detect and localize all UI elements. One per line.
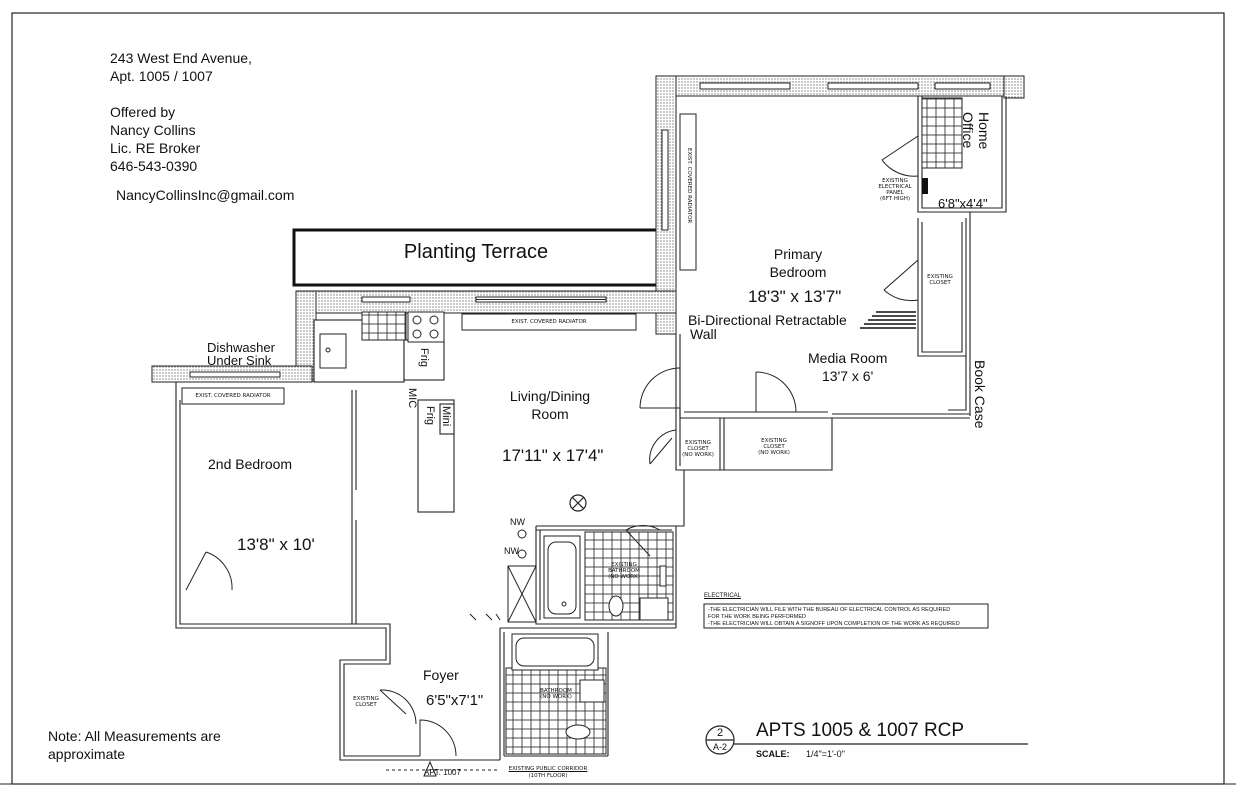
retractable-wall-label-1: Bi-Directional Retractable <box>688 312 847 328</box>
second-bedroom-label: 2nd Bedroom <box>208 456 293 472</box>
foyer-label: Foyer <box>423 667 459 683</box>
electrical-panel-label-1: EXISTING <box>882 178 908 184</box>
living-dining-label-1: Living/Dining <box>509 388 591 404</box>
planting-terrace-label: Planting Terrace <box>403 241 549 263</box>
measurements-note-2: approximate <box>48 746 126 762</box>
planting-terrace-box <box>292 228 660 287</box>
electrical-notes-box <box>703 603 989 629</box>
living-dining-dims: 17'11" x 17'4" <box>502 446 604 465</box>
home-office-dims: 6'8"x4'4" <box>938 196 988 211</box>
closet-c-label-2: CLOSET <box>929 280 951 286</box>
radiator-kitchen-label: EXIST. COVERED RADIATOR <box>511 319 587 325</box>
bath-upper-label-1: EXISTING <box>611 562 637 568</box>
nw-fixtures <box>469 529 527 621</box>
electrical-notes-title: ELECTRICAL <box>704 593 742 599</box>
doors <box>185 135 919 757</box>
kitchen-tile <box>361 311 407 341</box>
ceiling-light <box>569 494 587 512</box>
bath-upper-label-3: (NO WORK) <box>608 574 640 580</box>
entry-arrow <box>423 760 437 777</box>
drawing-number: 2 <box>716 727 724 739</box>
broker-name: Nancy Collins <box>110 122 196 138</box>
media-room-dims: 13'7 x 6' <box>822 368 874 384</box>
apt-label: APT. 1007 <box>424 768 461 777</box>
electrical-notes-line3: -THE ELECTRICIAN WILL OBTAIN A SIGNOFF U… <box>708 621 960 627</box>
radiators <box>181 113 697 405</box>
frig-label: Frig <box>418 348 430 367</box>
radiator-vertical-label: EXIST. COVERED RADIATOR <box>686 148 692 224</box>
address-line1: 243 West End Avenue, <box>110 50 252 66</box>
living-dining-label-2: Room <box>531 406 569 422</box>
closet-d-label-2: CLOSET <box>355 702 377 708</box>
title-block <box>705 725 1028 755</box>
electrical-panel-label-2: ELECTRICAL <box>878 184 912 190</box>
retractable-wall <box>860 311 916 329</box>
scale-label: SCALE: <box>756 749 790 759</box>
closet-b-label-1: EXISTING <box>761 438 787 444</box>
kitchen-sink <box>319 333 347 369</box>
mic-label: MIC <box>406 388 418 409</box>
second-bedroom-dims: 13'8" x 10' <box>237 535 315 554</box>
sheet-number: A-2 <box>712 742 727 752</box>
primary-bedroom-label-2: Bedroom <box>769 264 827 280</box>
primary-bedroom-dims: 18'3" x 13'7" <box>748 287 842 306</box>
public-corridor-label-2: (10TH FLOOR) <box>528 773 568 779</box>
drawing-title: APTS 1005 & 1007 RCP <box>756 720 965 741</box>
bath-fixtures <box>507 535 669 740</box>
electrical-notes-line1: -THE ELECTRICIAN WILL FILE WITH THE BURE… <box>708 607 951 613</box>
public-corridor-label-1: EXISTING PUBLIC CORRIDOR <box>508 766 588 772</box>
measurements-note-1: Note: All Measurements are <box>48 728 221 744</box>
nw-label-2: NW <box>504 546 519 556</box>
closet-c-label-1: EXISTING <box>927 274 953 280</box>
foyer-dims: 6'5"x7'1" <box>426 692 484 709</box>
electrical-panel <box>922 178 928 194</box>
book-case-label: Book Case <box>972 360 988 429</box>
office-tile <box>921 97 963 169</box>
windows <box>189 82 991 378</box>
broker-title: Lic. RE Broker <box>110 140 201 156</box>
home-office-label-2: Office <box>960 112 976 149</box>
home-office-label-1: Home <box>976 112 992 150</box>
dishwasher-label-1: Dishwasher <box>207 340 275 355</box>
closet-b-label-2: CLOSET <box>763 444 785 450</box>
media-room-label: Media Room <box>808 350 888 366</box>
radiator-bedroom2-label: EXIST. COVERED RADIATOR <box>195 393 271 399</box>
broker-phone: 646-543-0390 <box>110 158 198 174</box>
primary-bedroom-label-1: Primary <box>773 246 823 262</box>
scale-value: 1/4"=1'-0" <box>806 749 845 759</box>
broker-email: NancyCollinsInc@gmail.com <box>116 187 295 203</box>
nw-label-1: NW <box>510 517 525 527</box>
closet-a-label-2: CLOSET <box>687 446 709 452</box>
dishwasher-label-2: Under Sink <box>207 353 272 368</box>
stove <box>407 311 445 343</box>
offered-by: Offered by <box>110 104 176 120</box>
closet-a-label-3: (NO WORK) <box>682 452 714 458</box>
closet-d-label-1: EXISTING <box>353 696 379 702</box>
bath-lower-label-2: (NO WORK) <box>540 694 572 700</box>
mini-frig-label-1: Mini <box>440 406 452 427</box>
interior-walls <box>175 96 1007 761</box>
electrical-notes-line2: FOR THE WORK BEING PERFORMED <box>708 614 806 620</box>
closet-a-label-1: EXISTING <box>685 440 711 446</box>
mini-frig-label-2: Frig <box>424 406 436 425</box>
address-line2: Apt. 1005 / 1007 <box>110 68 213 84</box>
bath-upper-label-2: BATHROOM <box>608 568 640 574</box>
retractable-wall-label-2: Wall <box>690 326 717 342</box>
electrical-panel-label-3: PANEL <box>886 190 904 196</box>
electrical-panel-label-4: (6FT HIGH) <box>879 196 911 202</box>
closet-b-label-3: (NO WORK) <box>758 450 790 456</box>
bath-lower-label-1: BATHROOM <box>540 688 572 694</box>
